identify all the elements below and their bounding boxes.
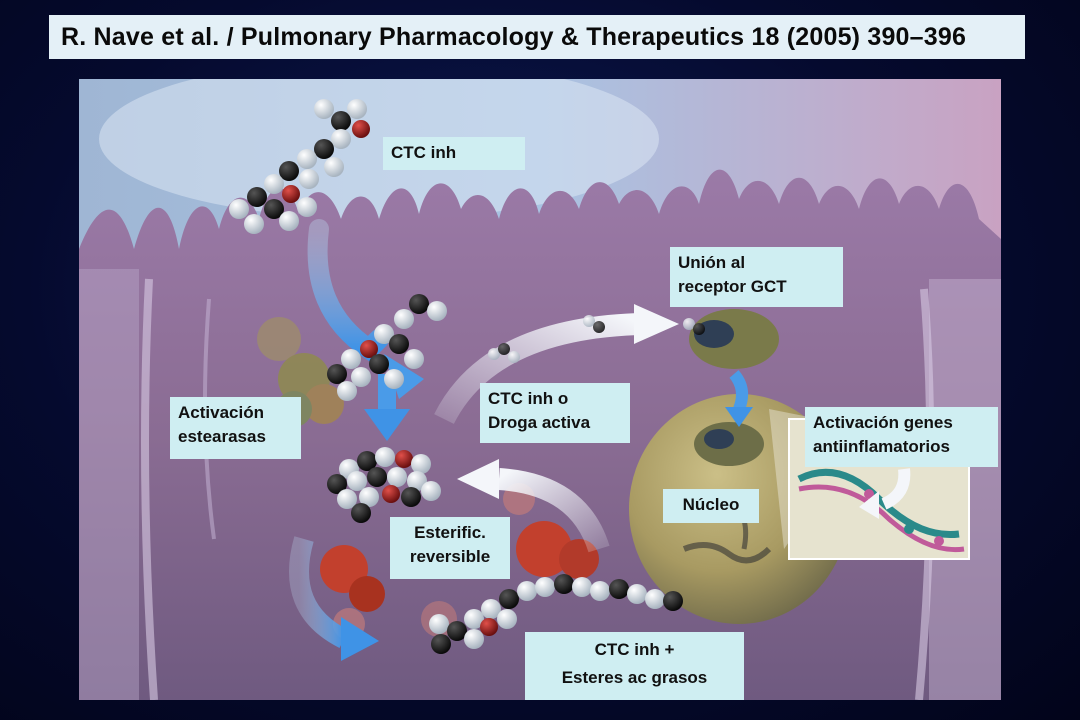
label-esterification: Esterific. reversible [390, 517, 510, 579]
label-active-line2: Droga activa [488, 413, 591, 432]
white-arrow-reversible [457, 459, 499, 499]
label-esterif-line1: Esterific. [414, 523, 486, 542]
blue-arrow-esters [341, 617, 379, 661]
molecule-top [229, 99, 370, 234]
label-active-drug: CTC inh o Droga activa [480, 383, 630, 443]
molecule-middle [327, 294, 447, 401]
label-nucleus: Núcleo [663, 489, 759, 523]
label-genes-line1: Activación genes [813, 413, 953, 432]
illustration: CTC inh Unión al receptor GCT Activación… [79, 79, 1001, 700]
blue-arrow-down [364, 409, 410, 441]
label-esters: CTC inh + Esteres ac grasos [525, 632, 744, 700]
label-receptor-line2: receptor GCT [678, 277, 787, 296]
label-ctc-inh-text: CTC inh [391, 143, 457, 162]
label-esterase: Activación estearasas [170, 397, 301, 459]
white-arrow-receptor [634, 304, 679, 344]
label-genes-line2: antiinflamatorios [813, 437, 950, 456]
label-genes: Activación genes antiinflamatorios [805, 407, 998, 467]
label-receptor-line1: Unión al [678, 253, 746, 272]
receptor-complex [689, 309, 779, 466]
molecule-center [327, 447, 441, 523]
label-active-line1: CTC inh o [488, 389, 569, 408]
label-esterif-line2: reversible [409, 547, 491, 566]
label-esters-line1: CTC inh + [594, 640, 675, 659]
label-nucleus-text: Núcleo [682, 495, 740, 514]
label-esterase-line1: Activación [178, 403, 264, 422]
label-esterase-line2: estearasas [178, 427, 266, 446]
label-ctc-inh: CTC inh [383, 137, 525, 170]
page-title: R. Nave et al. / Pulmonary Pharmacology … [49, 15, 1025, 59]
molecule-bottom [429, 574, 683, 654]
molecule-small [488, 315, 705, 363]
label-receptor: Unión al receptor GCT [670, 247, 843, 307]
label-esters-line2: Esteres ac grasos [561, 668, 708, 687]
